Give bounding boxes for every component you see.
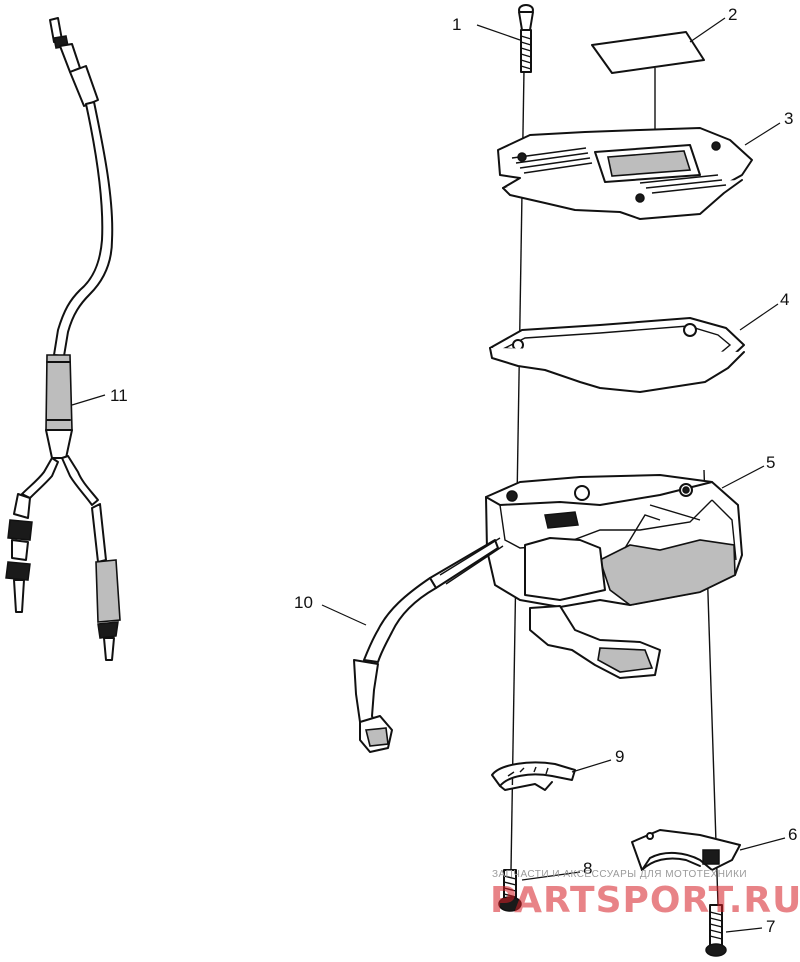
leader-2	[689, 17, 726, 43]
leader-10	[321, 604, 367, 626]
leader-4	[739, 303, 779, 331]
label-part-5: 5	[766, 453, 775, 472]
part-4-gasket	[489, 317, 745, 393]
part-1-screw	[518, 4, 534, 73]
leader-7	[725, 927, 763, 933]
label-part-7: 7	[766, 917, 775, 936]
part-7-screw	[705, 904, 727, 957]
watermark-brand: PARTSPORT.RU	[490, 880, 800, 921]
label-part-9: 9	[615, 747, 624, 766]
label-part-4: 4	[780, 290, 789, 309]
leader-3	[744, 122, 781, 146]
part-11-cable	[5, 17, 121, 661]
leader-8	[521, 871, 581, 881]
part-2-decal	[591, 31, 705, 74]
leader-11	[71, 394, 106, 406]
leader-1	[476, 24, 521, 41]
part-9-clip	[491, 761, 576, 791]
leader-5	[721, 465, 765, 489]
label-part-8: 8	[583, 859, 592, 878]
label-part-6: 6	[788, 825, 797, 844]
leader-9	[571, 759, 612, 773]
label-part-3: 3	[784, 109, 793, 128]
part-3-cover	[497, 127, 753, 220]
part-6-clamp	[631, 829, 741, 871]
leader-6	[739, 837, 786, 851]
part-5-housing	[485, 474, 743, 679]
label-part-10: 10	[294, 593, 313, 612]
label-part-1: 1	[452, 15, 461, 34]
label-part-2: 2	[728, 5, 737, 24]
assembly-axis-left	[510, 69, 525, 871]
part-8-screw	[498, 869, 522, 912]
watermark-caption: ЗАПЧАСТИ И АКСЕССУАРЫ ДЛЯ МОТОТЕХНИКИ	[492, 869, 747, 880]
part-10-wire-harness	[353, 537, 504, 753]
label-part-11: 11	[110, 386, 128, 405]
